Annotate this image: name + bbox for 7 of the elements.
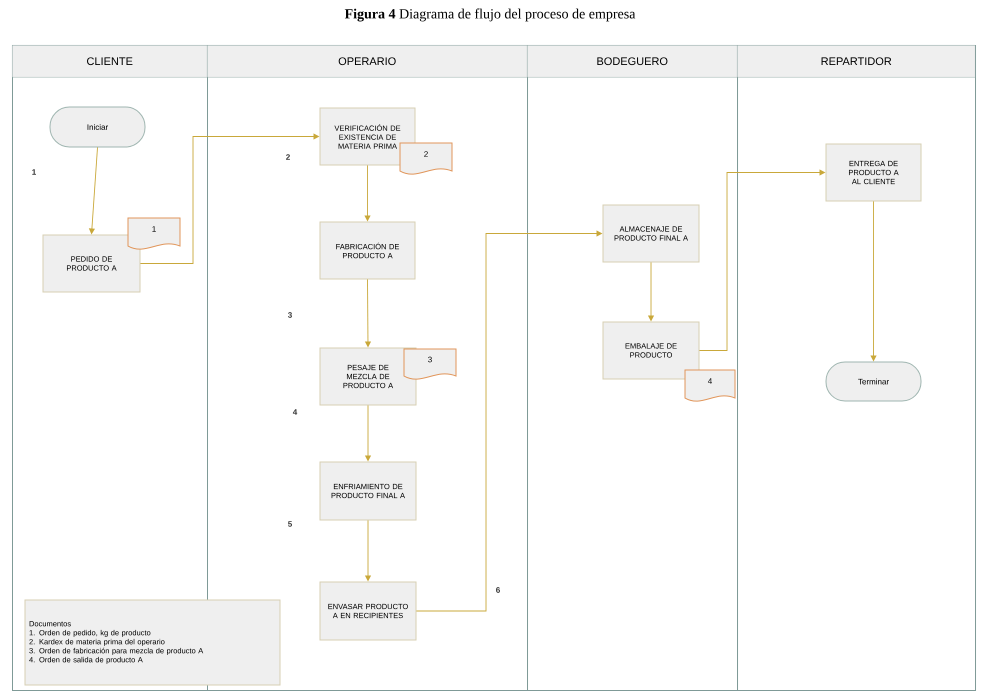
step-number: 5: [288, 521, 292, 527]
step-number: 6: [496, 587, 500, 593]
step-number: 2: [286, 154, 290, 160]
step-number: 1: [32, 169, 36, 175]
step-number: 4: [292, 409, 298, 415]
figure-title: Figura 4 Diagrama de flujo del proceso de empresa: [344, 8, 636, 22]
step-number: 3: [288, 312, 292, 318]
